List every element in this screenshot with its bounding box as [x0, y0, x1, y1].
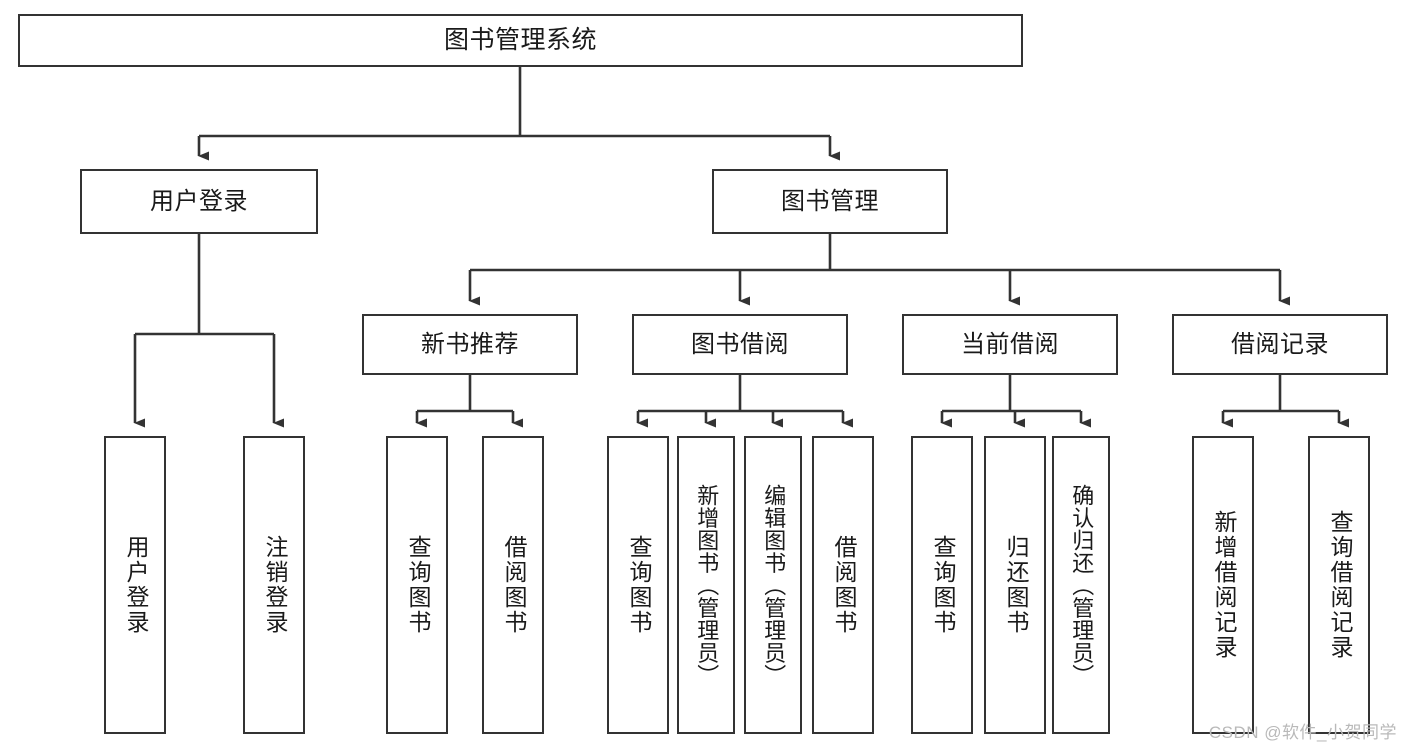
node-leaf-borrow-book-label: 借阅图书 [830, 535, 857, 635]
node-leaf-borrow-book[interactable]: 借阅图书 [812, 436, 874, 734]
node-new-book-rec-label: 新书推荐 [421, 330, 519, 358]
node-leaf-add-record-label: 新增借阅记录 [1210, 510, 1237, 660]
node-current-borrow[interactable]: 当前借阅 [902, 314, 1118, 375]
node-leaf-query-record[interactable]: 查询借阅记录 [1308, 436, 1370, 734]
node-leaf-borrow-book-rec[interactable]: 借阅图书 [482, 436, 544, 734]
node-leaf-return-book[interactable]: 归还图书 [984, 436, 1046, 734]
node-leaf-query-book-rec[interactable]: 查询图书 [386, 436, 448, 734]
node-leaf-query-record-label: 查询借阅记录 [1326, 510, 1353, 660]
node-leaf-query-book-rec-label: 查询图书 [404, 535, 431, 635]
node-leaf-query-book-cur-label: 查询图书 [929, 535, 956, 635]
watermark: CSDN @软件_小贺同学 [1208, 723, 1397, 742]
node-leaf-add-book[interactable]: 新增图书（管理员） [677, 436, 735, 734]
node-leaf-user-logout[interactable]: 注销登录 [243, 436, 305, 734]
node-book-manage-label: 图书管理 [781, 187, 879, 215]
node-leaf-query-book-borrow-label: 查询图书 [625, 535, 652, 635]
node-leaf-query-book-cur[interactable]: 查询图书 [911, 436, 973, 734]
node-new-book-rec[interactable]: 新书推荐 [362, 314, 578, 375]
node-user-login[interactable]: 用户登录 [80, 169, 318, 234]
node-leaf-confirm-return-label: 确认归还（管理员） [1069, 483, 1095, 687]
node-leaf-return-book-label: 归还图书 [1002, 535, 1029, 635]
node-leaf-edit-book-label: 编辑图书（管理员） [761, 483, 787, 687]
node-borrow-record-label: 借阅记录 [1231, 330, 1329, 358]
node-leaf-add-record[interactable]: 新增借阅记录 [1192, 436, 1254, 734]
node-root-label: 图书管理系统 [443, 26, 597, 55]
node-leaf-user-logout-label: 注销登录 [261, 535, 288, 635]
node-book-borrow-label: 图书借阅 [691, 330, 789, 358]
node-borrow-record[interactable]: 借阅记录 [1172, 314, 1388, 375]
node-book-borrow[interactable]: 图书借阅 [632, 314, 848, 375]
node-leaf-edit-book[interactable]: 编辑图书（管理员） [744, 436, 802, 734]
node-current-borrow-label: 当前借阅 [961, 330, 1059, 358]
node-leaf-borrow-book-rec-label: 借阅图书 [500, 535, 527, 635]
node-leaf-query-book-borrow[interactable]: 查询图书 [607, 436, 669, 734]
node-leaf-add-book-label: 新增图书（管理员） [694, 483, 720, 687]
node-root[interactable]: 图书管理系统 [18, 14, 1023, 67]
node-user-login-label: 用户登录 [150, 187, 248, 215]
node-leaf-confirm-return[interactable]: 确认归还（管理员） [1052, 436, 1110, 734]
node-leaf-user-login[interactable]: 用户登录 [104, 436, 166, 734]
node-book-manage[interactable]: 图书管理 [712, 169, 948, 234]
node-leaf-user-login-label: 用户登录 [122, 535, 149, 635]
